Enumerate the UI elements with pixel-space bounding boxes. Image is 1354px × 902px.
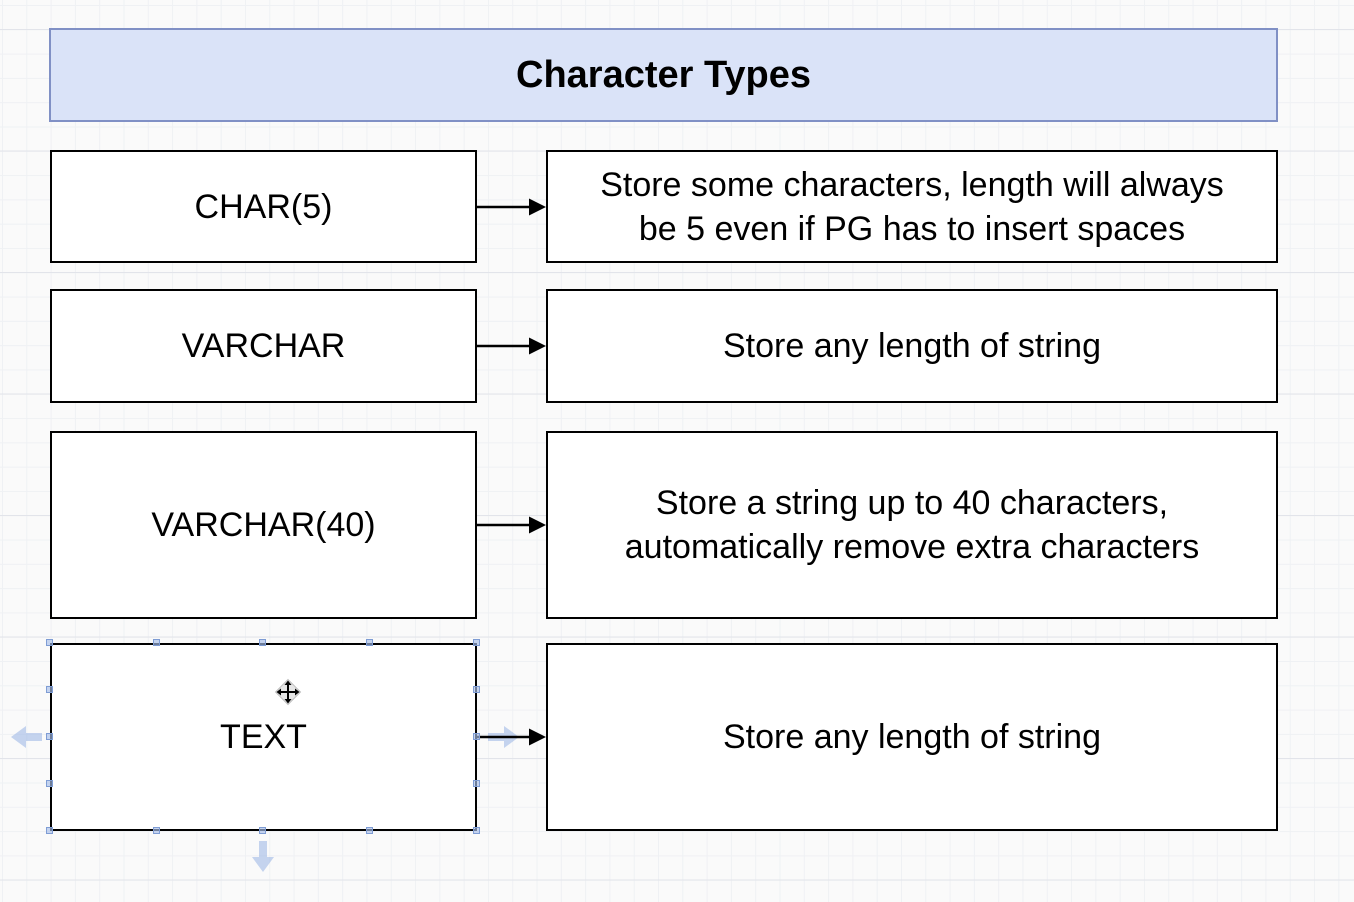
- diagram-row: VARCHAR(40) Store a string up to 40 char…: [0, 431, 1354, 619]
- desc-node-varchar[interactable]: Store any length of string: [546, 289, 1278, 403]
- connection-point[interactable]: [153, 827, 160, 834]
- connection-point[interactable]: [259, 827, 266, 834]
- diagram-row: CHAR(5) Store some characters, length wi…: [0, 150, 1354, 263]
- type-node-varchar40[interactable]: VARCHAR(40): [50, 431, 477, 619]
- type-node-char5[interactable]: CHAR(5): [50, 150, 477, 263]
- connector-arrow[interactable]: [477, 195, 546, 219]
- connection-point[interactable]: [473, 686, 480, 693]
- connection-point[interactable]: [473, 639, 480, 646]
- connection-point[interactable]: [46, 639, 53, 646]
- connection-point[interactable]: [46, 827, 53, 834]
- desc-line: Store any length of string: [722, 327, 1101, 365]
- desc-line: Store a string up to 40 characters,: [655, 484, 1169, 522]
- type-node-text[interactable]: TEXT: [50, 643, 477, 831]
- type-label: CHAR(5): [194, 187, 333, 226]
- type-node-varchar[interactable]: VARCHAR: [50, 289, 477, 403]
- connection-point[interactable]: [259, 639, 266, 646]
- connection-point[interactable]: [46, 780, 53, 787]
- connection-point[interactable]: [46, 733, 53, 740]
- desc-node-varchar40[interactable]: Store a string up to 40 characters, auto…: [546, 431, 1278, 619]
- connector-arrow[interactable]: [477, 334, 546, 358]
- diagram-title: Character Types: [516, 53, 811, 96]
- desc-line: automatically remove extra characters: [624, 528, 1200, 566]
- connector-arrow[interactable]: [477, 513, 546, 537]
- diagram-row: VARCHAR Store any length of string: [0, 289, 1354, 403]
- connection-point[interactable]: [153, 639, 160, 646]
- connector-arrow[interactable]: [477, 725, 546, 749]
- type-label: VARCHAR: [181, 327, 346, 365]
- desc-node-char5[interactable]: Store some characters, length will alway…: [546, 150, 1278, 263]
- diagram-row: TEXT St: [0, 639, 1354, 872]
- connection-point[interactable]: [473, 827, 480, 834]
- connection-point[interactable]: [473, 733, 480, 740]
- hover-arrow-left-icon[interactable]: [8, 724, 44, 750]
- move-cursor-icon[interactable]: [274, 678, 302, 706]
- desc-node-text[interactable]: Store any length of string: [546, 643, 1278, 831]
- desc-line: be 5 even if PG has to insert spaces: [638, 209, 1186, 248]
- type-label: TEXT: [220, 718, 307, 756]
- connection-point[interactable]: [473, 780, 480, 787]
- title-node[interactable]: Character Types: [49, 28, 1278, 122]
- connection-point[interactable]: [366, 639, 373, 646]
- connection-point[interactable]: [46, 686, 53, 693]
- type-label: VARCHAR(40): [151, 506, 376, 544]
- desc-line: Store some characters, length will alway…: [600, 165, 1224, 204]
- desc-line: Store any length of string: [722, 718, 1101, 756]
- connection-point[interactable]: [366, 827, 373, 834]
- hover-arrow-down-icon[interactable]: [250, 839, 276, 875]
